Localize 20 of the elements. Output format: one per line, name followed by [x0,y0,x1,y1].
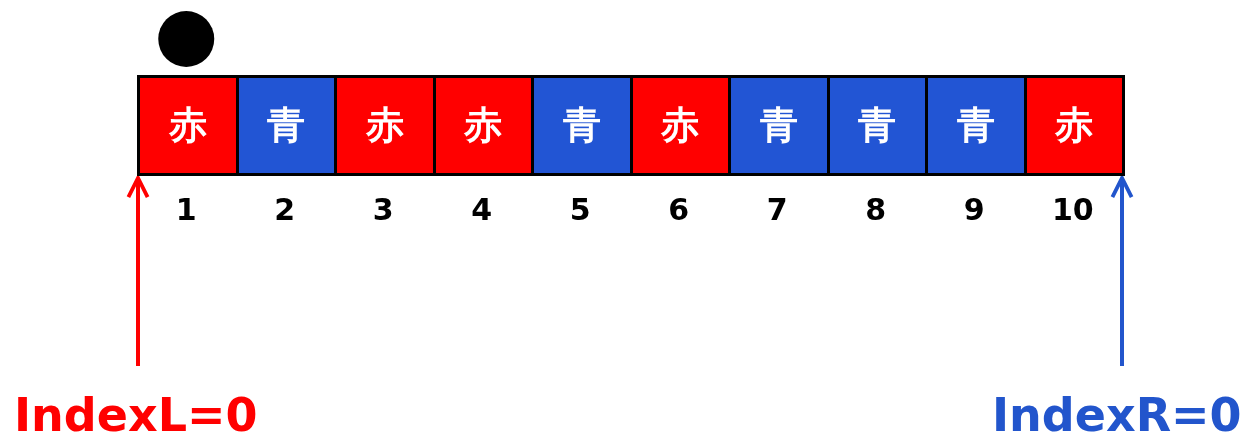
index-number: 10 [1050,192,1095,227]
index-number: 2 [273,192,297,227]
index-number: 3 [371,192,395,227]
index-number: 1 [174,192,198,227]
array-cell: 赤 [137,75,239,176]
array-cell: 青 [728,75,830,176]
index-label: IndexL=0 [14,388,258,441]
index-number: 7 [765,192,789,227]
pointer-arrow [126,176,150,366]
array-cell: 赤 [334,75,436,176]
index-number: 5 [568,192,592,227]
index-label: IndexR=0 [992,388,1242,441]
index-number: 4 [470,192,494,227]
array-cell: 青 [531,75,633,176]
array-cell: 青 [925,75,1027,176]
pointer-arrow [1110,176,1134,366]
marker-circle [158,11,215,67]
index-number: 8 [864,192,888,227]
index-number: 6 [667,192,691,227]
index-number: 9 [962,192,986,227]
